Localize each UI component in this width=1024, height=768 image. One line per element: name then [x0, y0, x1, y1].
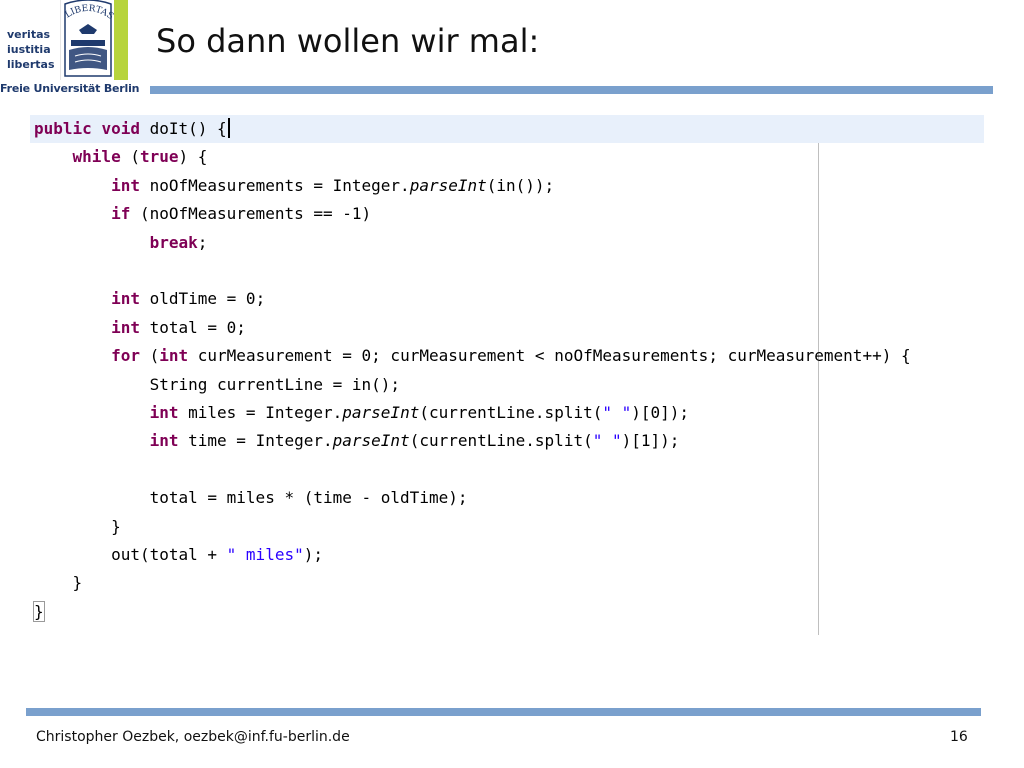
logo-motto: veritas iustitia libertas: [7, 27, 55, 72]
code-line[interactable]: int oldTime = 0;: [111, 289, 266, 309]
footer-divider: [26, 708, 981, 716]
code-line[interactable]: for (int curMeasurement = 0; curMeasurem…: [111, 346, 911, 366]
code-line[interactable]: }: [34, 573, 83, 593]
code-line[interactable]: String currentLine = in();: [34, 374, 401, 394]
university-name: Freie Universität Berlin: [0, 82, 140, 95]
matching-bracket-highlight: }: [33, 600, 45, 622]
code-line[interactable]: total = miles * (time - oldTime);: [34, 488, 468, 508]
logo-word-libertas: libertas: [7, 58, 55, 71]
code-line[interactable]: int total = 0;: [111, 317, 246, 337]
code-line[interactable]: int miles = Integer.parseInt(currentLine…: [149, 403, 690, 422]
code-editor[interactable]: public void doIt() { while (true) { int …: [30, 115, 984, 635]
logo-word-iustitia: iustitia: [7, 43, 51, 56]
code-line[interactable]: }: [34, 516, 121, 536]
code-line[interactable]: int noOfMeasurements = Integer.parseInt(…: [111, 175, 555, 195]
logo-word-veritas: veritas: [7, 28, 51, 41]
print-margin-line: [818, 118, 819, 635]
logo-green-stripe: [114, 0, 128, 80]
code-line[interactable]: [30, 257, 984, 285]
slide-title: So dann wollen wir mal:: [156, 22, 540, 60]
text-cursor: [227, 118, 230, 138]
code-line[interactable]: int time = Integer.parseInt(currentLine.…: [149, 431, 680, 451]
code-line[interactable]: }: [30, 598, 984, 626]
university-logo-words: veritas iustitia libertas: [0, 0, 60, 80]
code-line[interactable]: out(total + " miles");: [34, 545, 323, 564]
code-line[interactable]: while (true) {: [72, 147, 208, 167]
code-line[interactable]: [30, 456, 984, 484]
footer-author: Christopher Oezbek, oezbek@inf.fu-berlin…: [36, 729, 350, 745]
code-line[interactable]: break;: [149, 232, 208, 252]
slide-number: 16: [950, 729, 968, 745]
code-line[interactable]: public void doIt() {: [30, 115, 984, 143]
header-divider: [150, 86, 993, 94]
seal-graphic: LIBERTAS: [64, 0, 115, 77]
university-seal-icon: LIBERTAS: [60, 0, 115, 80]
code-line[interactable]: if (noOfMeasurements == -1): [111, 204, 372, 224]
